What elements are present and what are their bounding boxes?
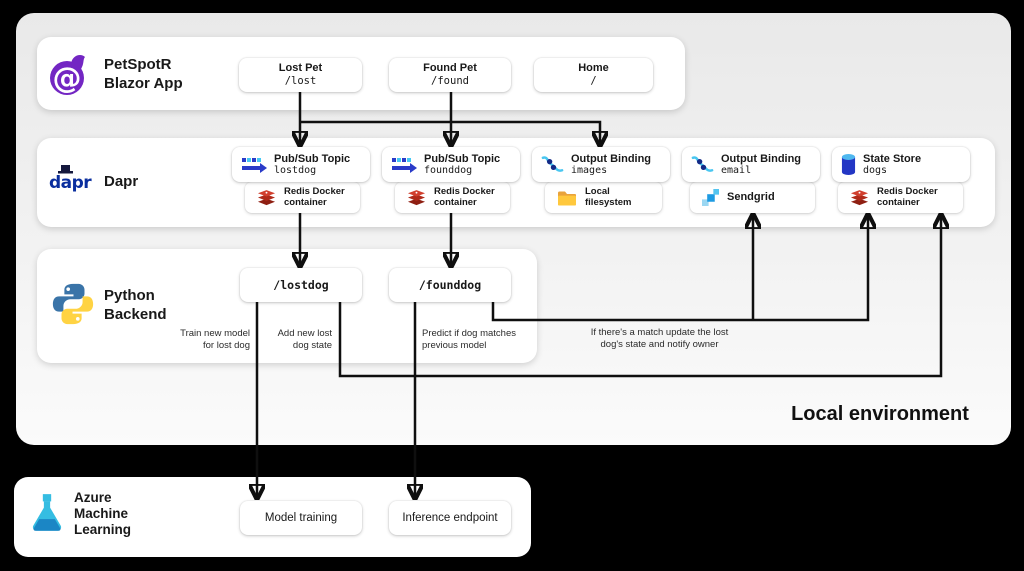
founddog-endpoint-box: /founddog — [389, 268, 511, 302]
state-store-icon — [841, 154, 856, 175]
found-pet-label: Found Pet — [423, 62, 477, 75]
sendgrid-icon — [702, 189, 719, 206]
python-icon — [52, 283, 94, 325]
redis-container-founddog-box: Redis Docker container — [395, 182, 510, 213]
blazor-row-title: PetSpotR Blazor App — [104, 56, 183, 92]
svg-text:dapr: dapr — [49, 173, 92, 192]
pubsub-founddog-box: Pub/Sub Topic founddog — [382, 147, 520, 182]
dapr-row-title: Dapr — [104, 173, 139, 190]
azure-ml-row-title: Azure Machine Learning — [74, 490, 132, 538]
blazor-icon: @ — [50, 55, 85, 95]
state-store-dogs-box: State Store dogs — [832, 147, 970, 182]
output-binding-images-type: Output Binding — [571, 152, 652, 165]
pubsub-icon — [392, 157, 417, 173]
found-pet-path: /found — [431, 75, 469, 88]
output-binding-images-name: images — [571, 165, 608, 177]
svg-text:@: @ — [53, 61, 82, 95]
lostdog-endpoint-box: /lostdog — [240, 268, 362, 302]
annotation-train-model: Train new model for lost dog — [180, 328, 250, 351]
output-binding-email-type: Output Binding — [721, 152, 802, 165]
local-filesystem-label: Local filesystem — [585, 185, 632, 208]
redis-container-lostdog-label: Redis Docker container — [284, 185, 345, 208]
sendgrid-label: Sendgrid — [727, 191, 775, 204]
redis-container-founddog-label: Redis Docker container — [434, 185, 495, 208]
annotation-match: If there's a match update the lost dog's… — [590, 327, 729, 350]
state-store-dogs-name: dogs — [863, 165, 888, 177]
azure-ml-icon — [32, 494, 62, 531]
folder-icon — [558, 191, 576, 205]
redis-container-lostdog-box: Redis Docker container — [245, 182, 360, 213]
local-filesystem-box: Local filesystem — [545, 182, 662, 213]
lost-pet-box: Lost Pet /lost — [239, 58, 362, 92]
output-binding-images-box: Output Binding images — [532, 147, 670, 182]
model-training-label: Model training — [264, 512, 338, 524]
redis-icon — [850, 190, 869, 206]
python-row-title: Python Backend — [104, 287, 167, 323]
pubsub-lostdog-box: Pub/Sub Topic lostdog — [232, 147, 370, 182]
lost-pet-path: /lost — [284, 75, 317, 88]
redis-icon — [257, 190, 276, 206]
redis-container-dogs-box: Redis Docker container — [838, 182, 963, 213]
output-binding-email-box: Output Binding email — [682, 147, 820, 182]
redis-container-dogs-label: Redis Docker container — [877, 185, 938, 208]
home-box: Home / — [534, 58, 653, 92]
redis-icon — [407, 190, 426, 206]
dapr-logo-icon: dapr — [49, 165, 93, 192]
binding-icon — [691, 156, 714, 172]
pubsub-lostdog-type: Pub/Sub Topic — [274, 152, 351, 165]
home-path: / — [590, 75, 597, 88]
lostdog-endpoint-label: /lostdog — [273, 278, 329, 292]
found-pet-box: Found Pet /found — [389, 58, 511, 92]
binding-icon — [541, 156, 564, 172]
pubsub-icon — [242, 157, 267, 173]
pubsub-founddog-name: founddog — [424, 165, 473, 177]
inference-endpoint-box: Inference endpoint — [389, 501, 511, 535]
annotation-add-state: Add new lost dog state — [277, 328, 332, 351]
output-binding-email-name: email — [721, 165, 752, 177]
pubsub-founddog-type: Pub/Sub Topic — [424, 152, 501, 165]
home-label: Home — [578, 62, 609, 75]
inference-endpoint-label: Inference endpoint — [402, 512, 498, 524]
annotation-predict: Predict if dog matches previous model — [422, 328, 516, 351]
sendgrid-box: Sendgrid — [690, 182, 815, 213]
lost-pet-label: Lost Pet — [278, 62, 323, 75]
local-environment-label: Local environment — [791, 403, 969, 425]
model-training-box: Model training — [240, 501, 362, 535]
founddog-endpoint-label: /founddog — [418, 278, 482, 292]
state-store-dogs-type: State Store — [863, 152, 922, 165]
pubsub-lostdog-name: lostdog — [274, 165, 317, 177]
